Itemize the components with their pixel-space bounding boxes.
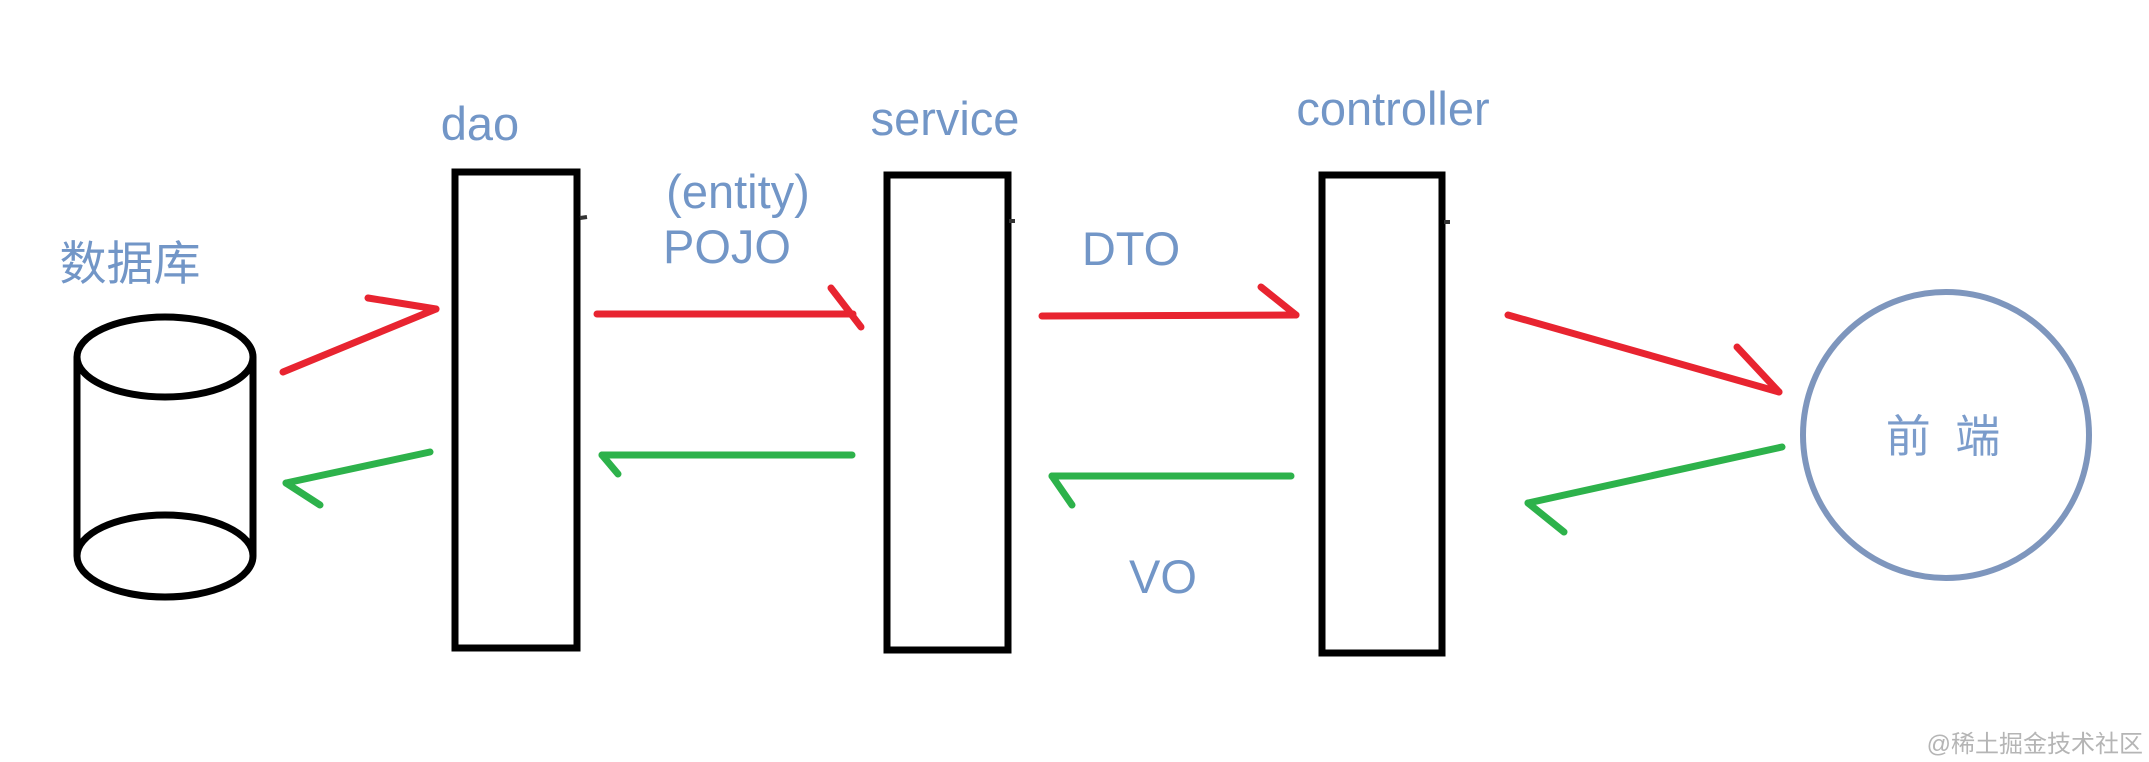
frontend-label: 前 端	[1886, 411, 2007, 462]
database-cylinder	[73, 313, 257, 601]
stray-mark-dao	[579, 215, 588, 220]
red-arrow-database-to-dao	[279, 294, 440, 376]
database-label: 数据库	[60, 237, 201, 290]
dto-edge-label: DTO	[1082, 222, 1180, 275]
green-arrow-frontend-to-controller	[1524, 443, 1786, 536]
cylinder-bottom-ellipse	[73, 511, 257, 601]
service-label: service	[871, 92, 1020, 145]
controller-box	[1318, 171, 1446, 657]
red-arrow-service-to-controller	[1038, 283, 1300, 320]
controller-label: controller	[1296, 82, 1489, 135]
green-arrow-dao-to-database	[282, 448, 434, 509]
service-box	[883, 171, 1012, 654]
entity-edge-label: (entity)	[666, 165, 810, 218]
green-arrow-controller-to-service	[1048, 472, 1295, 509]
dao-label: dao	[441, 97, 519, 150]
red-arrow-dao-to-service	[593, 284, 865, 331]
vo-edge-label: VO	[1129, 550, 1197, 603]
watermark-text: @稀土掘金技术社区	[1927, 731, 2143, 758]
pojo-edge-label: POJO	[663, 220, 791, 273]
cylinder-top-ellipse	[73, 313, 257, 401]
red-arrow-controller-to-frontend	[1504, 311, 1783, 396]
dao-box	[451, 168, 581, 652]
green-arrow-service-to-dao	[598, 451, 856, 478]
frontend-circle	[1800, 289, 2092, 581]
